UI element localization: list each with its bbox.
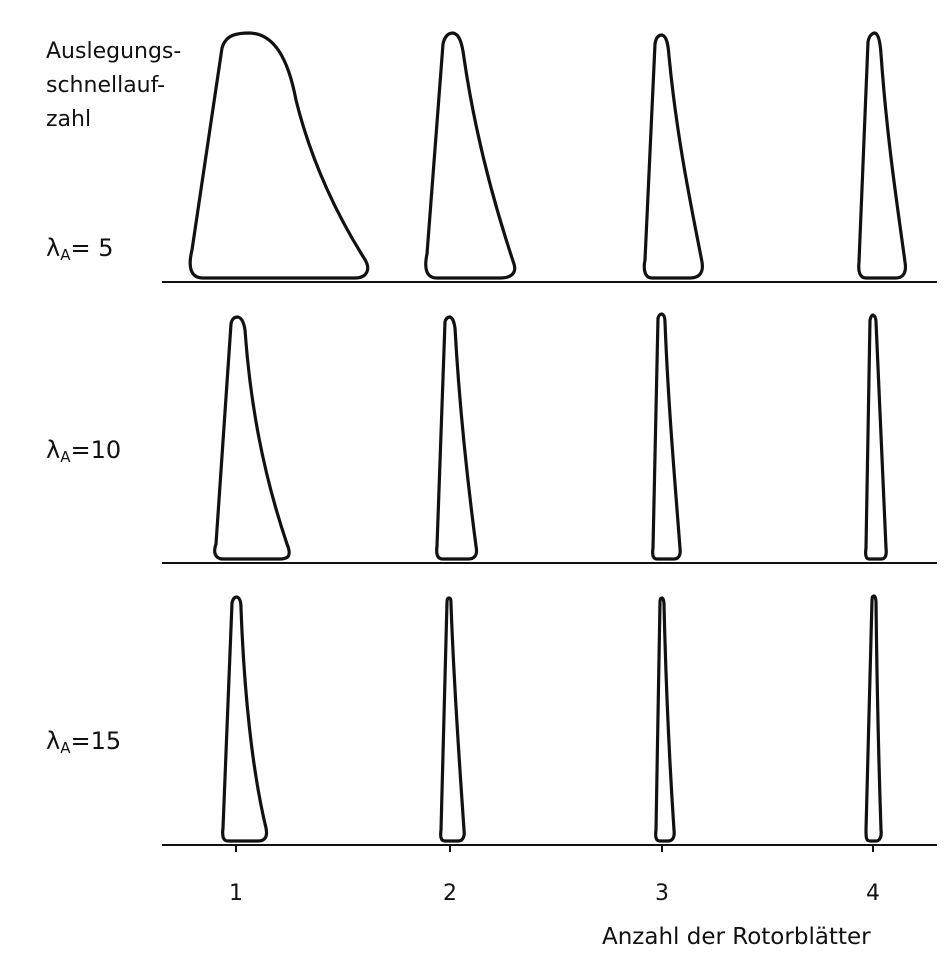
blade-lambda5-3-blade xyxy=(642,33,704,280)
blade-lambda15-2-blade xyxy=(439,596,466,843)
blade-lambda10-2-blade xyxy=(435,315,479,561)
design-param-label-line-1: Auslegungs- xyxy=(46,39,182,64)
blade-lambda15-3-blade xyxy=(654,596,676,843)
blade-lambda5-2-blade xyxy=(424,31,517,280)
row-label-value: =10 xyxy=(70,436,122,464)
row-label-subscript: A xyxy=(60,739,71,757)
blade-lambda5-4-blade xyxy=(857,31,908,280)
blade-lambda10-4-blade xyxy=(864,313,888,561)
row-label-symbol: λ xyxy=(46,436,61,464)
row-label-value: = 5 xyxy=(70,234,114,262)
blade-lambda15-4-blade xyxy=(864,594,883,843)
column-label-2: 2 xyxy=(443,881,457,906)
row-label-lambda-10: λA=10 xyxy=(46,436,121,471)
blade-lambda5-1-blade xyxy=(188,31,370,280)
row-label-subscript: A xyxy=(60,448,71,466)
design-param-label-line-2: schnellauf- xyxy=(46,73,166,98)
column-label-1: 1 xyxy=(229,881,243,906)
design-param-label-line-3: zahl xyxy=(46,107,92,132)
row-label-symbol: λ xyxy=(46,234,61,262)
row-label-subscript: A xyxy=(60,246,71,264)
row-label-value: =15 xyxy=(70,727,122,755)
x-axis-label: Anzahl der Rotorblätter xyxy=(602,924,871,950)
row-label-lambda-5: λA= 5 xyxy=(46,234,113,269)
row-label-symbol: λ xyxy=(46,727,61,755)
column-label-3: 3 xyxy=(655,881,669,906)
blade-lambda15-1-blade xyxy=(221,595,269,843)
blade-lambda10-3-blade xyxy=(651,312,682,561)
column-label-4: 4 xyxy=(866,881,880,906)
row-label-lambda-15: λA=15 xyxy=(46,727,121,762)
blade-lambda10-1-blade xyxy=(213,315,291,561)
